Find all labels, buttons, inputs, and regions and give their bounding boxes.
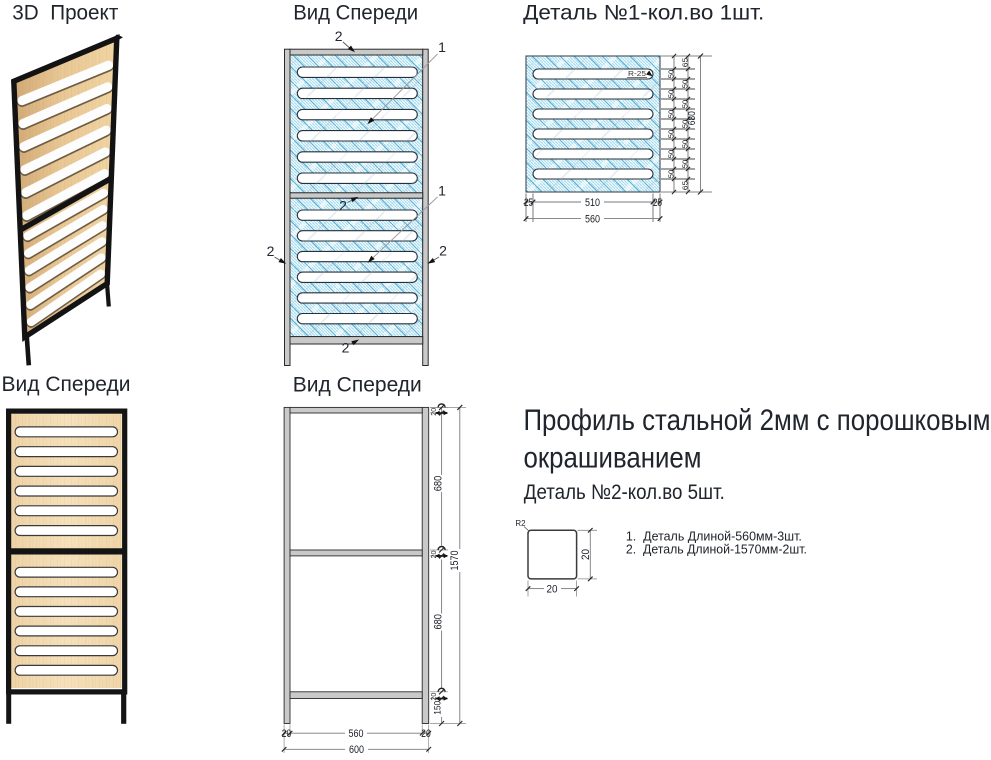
- svg-text:2: 2: [342, 340, 350, 356]
- svg-text:600: 600: [349, 744, 364, 756]
- svg-text:50: 50: [667, 90, 676, 99]
- svg-text:50: 50: [667, 130, 676, 139]
- svg-text:2: 2: [267, 243, 275, 259]
- svg-text:50: 50: [681, 140, 690, 149]
- svg-text:20: 20: [421, 728, 431, 740]
- svg-text:50: 50: [667, 170, 676, 179]
- svg-text:560: 560: [349, 728, 364, 740]
- svg-text:20: 20: [580, 549, 592, 560]
- svg-text:65: 65: [681, 181, 690, 191]
- svg-text:20: 20: [431, 408, 438, 416]
- svg-text:Вид Спереди: Вид Спереди: [2, 373, 131, 396]
- svg-text:680: 680: [432, 476, 444, 492]
- svg-text:50: 50: [667, 70, 676, 79]
- svg-text:510: 510: [585, 197, 600, 209]
- svg-text:50: 50: [681, 100, 690, 109]
- svg-text:50: 50: [667, 110, 676, 119]
- svg-text:Деталь №1-кол.во 1шт.: Деталь №1-кол.во 1шт.: [523, 2, 764, 25]
- svg-text:Профиль стальной 2мм с порошко: Профиль стальной 2мм с порошковым: [524, 404, 991, 437]
- svg-text:Деталь №2-кол.во 5шт.: Деталь №2-кол.во 5шт.: [524, 481, 725, 504]
- svg-text:1570: 1570: [449, 551, 461, 571]
- svg-text:R2: R2: [515, 519, 526, 528]
- svg-text:680: 680: [687, 111, 698, 125]
- svg-text:2: 2: [339, 198, 347, 214]
- svg-text:25: 25: [653, 197, 662, 209]
- svg-text:1. Деталь Длиной-560мм-3шт.: 1. Деталь Длиной-560мм-3шт.: [626, 530, 802, 544]
- svg-text:20: 20: [431, 550, 438, 558]
- svg-text:окрашиванием: окрашиванием: [524, 441, 702, 474]
- svg-text:680: 680: [432, 614, 444, 630]
- svg-text:Вид Спереди: Вид Спереди: [293, 1, 418, 24]
- svg-text:Вид Спереди: Вид Спереди: [293, 373, 422, 396]
- svg-text:65: 65: [681, 58, 690, 68]
- svg-text:560: 560: [585, 213, 600, 225]
- svg-text:3D Проект: 3D Проект: [12, 2, 118, 25]
- svg-text:1: 1: [438, 183, 446, 199]
- svg-text:2. Деталь Длиной-1570мм-2шт.: 2. Деталь Длиной-1570мм-2шт.: [626, 543, 807, 557]
- svg-text:50: 50: [681, 80, 690, 89]
- svg-text:50: 50: [681, 160, 690, 169]
- svg-text:2: 2: [335, 28, 343, 44]
- svg-text:20: 20: [282, 728, 292, 740]
- svg-text:50: 50: [667, 150, 676, 159]
- svg-text:25: 25: [524, 197, 533, 209]
- svg-text:150: 150: [433, 701, 444, 715]
- svg-text:1: 1: [438, 39, 446, 55]
- svg-text:20: 20: [431, 693, 438, 701]
- svg-text:50: 50: [681, 120, 690, 129]
- svg-text:20: 20: [547, 583, 558, 595]
- svg-text:2: 2: [439, 243, 447, 259]
- svg-text:R-25: R-25: [628, 71, 646, 78]
